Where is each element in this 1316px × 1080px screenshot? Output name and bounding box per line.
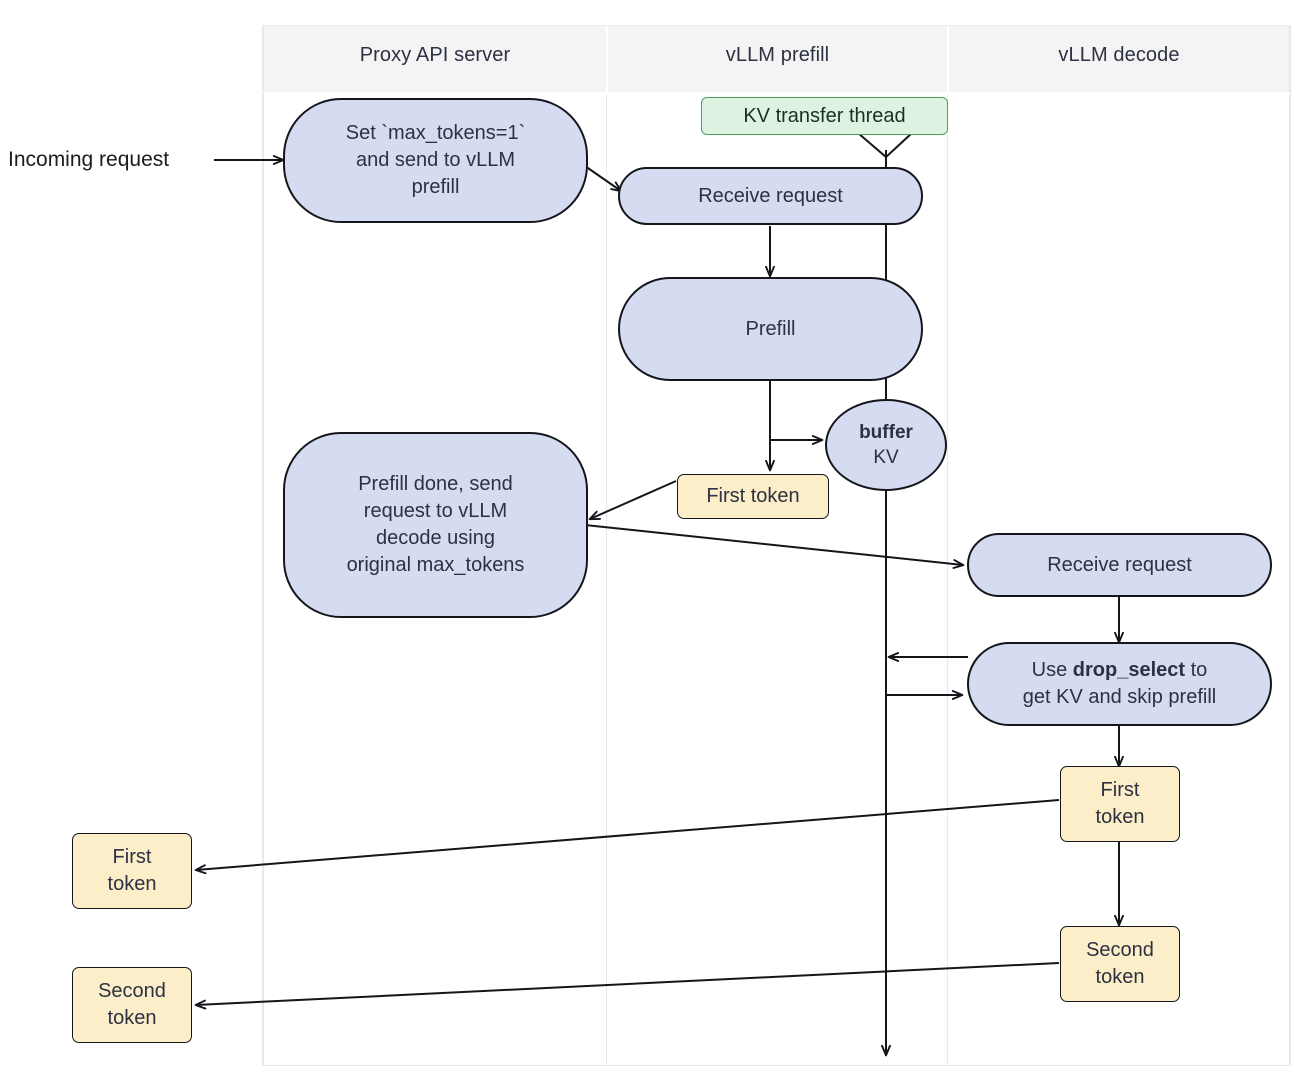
lane-header-divider-2	[947, 26, 949, 93]
note-kv-transfer-thread: KV transfer thread	[701, 97, 948, 135]
swimlane-header-band	[263, 26, 1290, 93]
node-buffer-kv-label: buffer KV	[859, 421, 913, 468]
node-decode-first-token-label: First token	[1095, 779, 1145, 828]
node-decode-receive-request-label: Receive request	[1047, 553, 1192, 576]
node-decode-second-token-label: Second token	[1086, 939, 1154, 988]
node-decode-drop-select-label: Use drop_select to get KV and skip prefi…	[1022, 659, 1217, 708]
node-decode-second-token[interactable]: Second token	[1060, 926, 1180, 1002]
node-prefill-label: Prefill	[745, 317, 796, 340]
node-decode-drop-select[interactable]: Use drop_select to get KV and skip prefi…	[967, 642, 1272, 726]
node-output-first-token[interactable]: First token	[72, 833, 192, 909]
lane-title-proxy: Proxy API server	[359, 44, 511, 66]
node-output-second-token-label: Second token	[98, 980, 166, 1029]
note-kv-transfer-thread-label: KV transfer thread	[743, 104, 906, 127]
node-decode-receive-request[interactable]: Receive request	[967, 533, 1272, 597]
lane-header-divider-1	[606, 26, 608, 93]
node-output-first-token-label: First token	[107, 846, 157, 895]
node-set-max-tokens[interactable]: Set `max_tokens=1` and send to vLLM pref…	[283, 98, 588, 223]
node-output-second-token[interactable]: Second token	[72, 967, 192, 1043]
node-buffer-kv[interactable]: buffer KV	[825, 399, 947, 491]
node-prefill-first-token-label: First token	[706, 485, 800, 508]
node-prefill-done-label: Prefill done, send request to vLLM decod…	[346, 473, 525, 576]
lane-header-underline	[263, 92, 1290, 94]
node-prefill-receive-request-label: Receive request	[698, 184, 843, 207]
lane-column-decode	[948, 26, 1290, 1065]
node-prefill-done-send-to-decode[interactable]: Prefill done, send request to vLLM decod…	[283, 432, 588, 618]
lane-title-prefill: vLLM prefill	[725, 44, 830, 66]
node-prefill[interactable]: Prefill	[618, 277, 923, 381]
lane-title-decode: vLLM decode	[1058, 44, 1180, 66]
label-incoming-request: Incoming request	[8, 148, 170, 171]
node-set-max-tokens-label: Set `max_tokens=1` and send to vLLM pref…	[345, 122, 526, 198]
node-prefill-first-token[interactable]: First token	[677, 474, 829, 519]
node-decode-first-token[interactable]: First token	[1060, 766, 1180, 842]
node-prefill-receive-request[interactable]: Receive request	[618, 167, 923, 225]
